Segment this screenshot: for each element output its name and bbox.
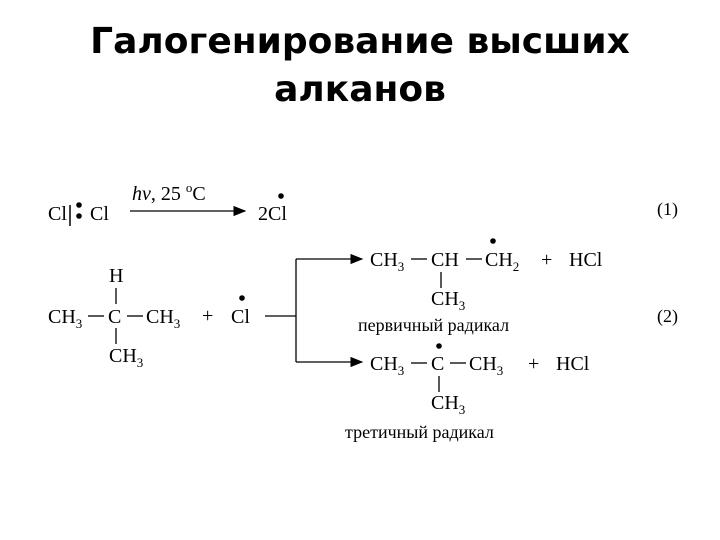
degree-sign: o — [186, 180, 193, 195]
chlorine-atom-right: Cl — [90, 203, 109, 225]
hydrogen-chloride: HCl — [556, 353, 590, 375]
primary-radical-product: CH3 CH CH2 + HCl CH3 первичный радикал — [358, 238, 603, 335]
chlorine-atom-left: Cl — [48, 203, 67, 225]
hydrogen-chloride: HCl — [569, 249, 603, 271]
celsius-unit: C — [192, 183, 205, 205]
radical-dot — [436, 343, 442, 349]
methyl-group-right: CH3 — [146, 306, 180, 331]
ch2-radical-group: CH2 — [485, 249, 519, 274]
radical-dot — [239, 295, 245, 301]
title-line-2: алканов — [274, 69, 446, 110]
methyl-group: CH3 — [370, 249, 404, 274]
photolysis-label: hν — [132, 183, 151, 205]
equation-number-1: (1) — [657, 199, 678, 220]
radical-dot — [278, 193, 284, 199]
chlorine-radical-reagent: Cl — [231, 306, 250, 328]
methyl-group-bottom: CH3 — [431, 288, 465, 313]
methyl-group-bottom: CH3 — [109, 345, 143, 370]
tertiary-radical-caption: третичный радикал — [345, 422, 494, 442]
equation-number-2: (2) — [657, 306, 678, 327]
plus-sign: + — [202, 305, 213, 327]
methyl-group-bottom: CH3 — [431, 392, 465, 417]
radical-dot — [490, 238, 496, 244]
chlorine-radical-product: 2Cl — [258, 203, 287, 225]
ch-group: CH — [431, 249, 459, 271]
primary-radical-caption: первичный радикал — [358, 315, 509, 335]
hydrogen-atom: H — [109, 265, 123, 287]
slide-title: Галогенирование высших алканов — [0, 18, 720, 114]
methyl-group-left: CH3 — [48, 306, 82, 331]
plus-sign: + — [541, 249, 552, 271]
central-carbon: C — [108, 306, 121, 328]
reaction-1: Cl Cl hν, 25 oC 2Cl (1) — [48, 180, 678, 226]
tertiary-radical-product: CH3 C CH3 + HCl CH3 третичный радикал — [345, 343, 590, 442]
tertiary-carbon-radical: C — [431, 353, 444, 375]
methyl-group-right: CH3 — [469, 353, 503, 378]
radical-dot — [76, 213, 82, 219]
reaction-conditions: hν, 25 oC — [132, 180, 206, 205]
branching-arrows — [265, 253, 364, 368]
temperature-value: , 25 — [151, 183, 186, 205]
plus-sign: + — [528, 353, 539, 375]
isobutane-molecule: H CH3 C CH3 CH3 + Cl — [48, 265, 250, 370]
methyl-group-left: CH3 — [370, 353, 404, 378]
radical-dot — [76, 202, 82, 208]
title-line-1: Галогенирование высших — [90, 21, 630, 62]
